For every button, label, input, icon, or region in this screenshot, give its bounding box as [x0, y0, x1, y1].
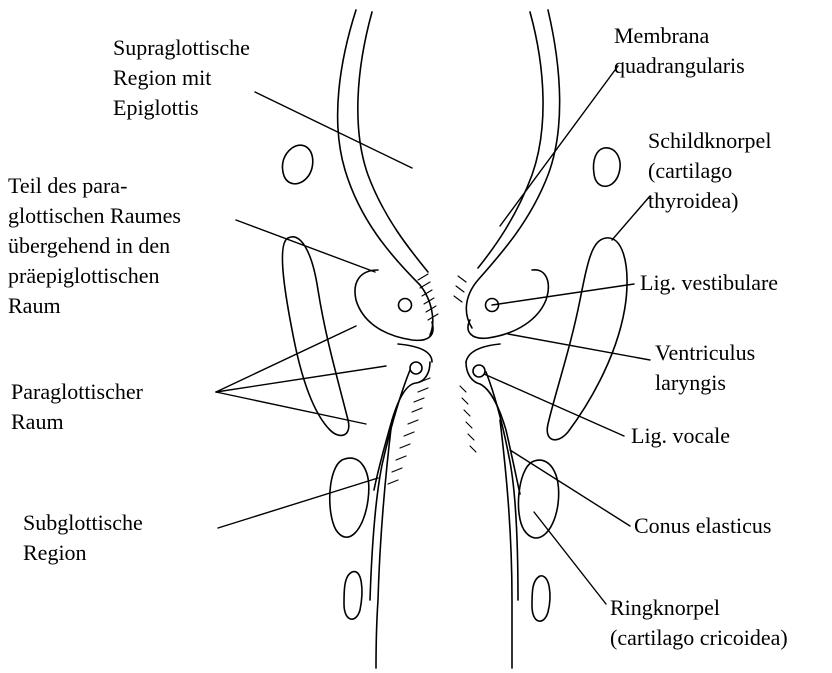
label-membrana-quadrangularis: Membrana quadrangularis [614, 21, 745, 81]
leader-paraglottic-3 [216, 392, 366, 424]
right-subglottic-wall [500, 420, 512, 668]
left-lig-vocale-circle [410, 362, 422, 374]
left-cricoid-cartilage [330, 458, 369, 537]
label-paraglottic-part: Teil des para- glottischen Raumes überge… [8, 171, 181, 321]
label-supraglottic-region: Supraglottische Region mit Epiglottis [113, 33, 250, 123]
leader-ventriculus [508, 334, 650, 360]
left-conus-inner [370, 370, 410, 600]
leader-conus [510, 450, 630, 526]
label-paraglottic-part-line-1: Teil des para- [8, 171, 181, 201]
right-lig-vocale-circle [473, 365, 485, 377]
label-paraglottic-part-line-4: präepiglottischen [8, 261, 181, 291]
label-cricoid-line-2: (cartilago cricoidea) [610, 623, 788, 653]
right-epiglottis-inner-line [478, 12, 543, 268]
left-vestibular-fold [355, 270, 433, 340]
label-lig-vestibulare: Lig. vestibulare [640, 268, 778, 298]
right-conus-inner [486, 372, 518, 600]
label-supraglottic-line-3: Epiglottis [113, 93, 250, 123]
right-mucosa-hatching [454, 276, 476, 452]
label-subglottic-line-1: Subglottische [23, 508, 143, 538]
label-paraglottic-line-1: Paraglottischer [11, 377, 143, 407]
left-lig-vestibulare-circle [399, 299, 412, 312]
label-paraglottic-part-line-2: glottischen Raumes [8, 201, 181, 231]
right-cricoid-cartilage [518, 460, 558, 538]
left-epiglottis-outline [338, 10, 433, 335]
label-subglottic-line-2: Region [23, 538, 143, 568]
label-cricoid-cartilage: Ringknorpel (cartilago cricoidea) [610, 593, 788, 653]
label-paraglottic-line-2: Raum [11, 407, 143, 437]
label-lig-vocale-line-1: Lig. vocale [631, 421, 730, 451]
label-ventriculus-laryngis: Ventriculus laryngis [655, 338, 755, 398]
label-supraglottic-line-1: Supraglottische [113, 33, 250, 63]
label-subglottic-region: Subglottische Region [23, 508, 143, 568]
right-thyroid-cartilage [547, 238, 627, 440]
label-lig-vestibulare-line-1: Lig. vestibulare [640, 268, 778, 298]
label-thyroid-line-2: (cartilago [648, 156, 771, 186]
label-thyroid-line-1: Schildknorpel [648, 126, 771, 156]
right-vestibular-fold [468, 270, 548, 338]
leader-supraglottic [255, 92, 412, 168]
label-paraglottic-part-line-5: Raum [8, 291, 181, 321]
label-membrana-line-2: quadrangularis [614, 51, 745, 81]
label-cricoid-line-1: Ringknorpel [610, 593, 788, 623]
label-thyroid-cartilage: Schildknorpel (cartilago thyroidea) [648, 126, 771, 216]
label-thyroid-line-3: thyroidea) [648, 186, 771, 216]
label-conus-line-1: Conus elasticus [634, 511, 772, 541]
left-ventricle-edge [398, 344, 432, 362]
leader-paraglottic-part [236, 220, 375, 272]
leader-cricoid [534, 512, 606, 604]
left-epiglottis-inner-line [358, 12, 428, 272]
label-paraglottic-space: Paraglottischer Raum [11, 377, 143, 437]
leader-thyroid [612, 196, 650, 240]
right-upper-cartilage-island [593, 148, 620, 186]
leader-paraglottic-1 [216, 326, 356, 392]
leader-lig-vestibulare [492, 284, 634, 305]
right-ventricle-edge [466, 344, 500, 362]
label-ventriculus-line-2: laryngis [655, 368, 755, 398]
label-conus-elasticus: Conus elasticus [634, 511, 772, 541]
label-ventriculus-line-1: Ventriculus [655, 338, 755, 368]
label-lig-vocale: Lig. vocale [631, 421, 730, 451]
left-thyroid-cartilage [282, 237, 348, 436]
leader-lines [216, 66, 650, 604]
label-membrana-line-1: Membrana [614, 21, 745, 51]
right-epiglottis-outline [466, 10, 559, 328]
left-upper-cartilage-island [282, 145, 312, 184]
label-supraglottic-line-2: Region mit [113, 63, 250, 93]
leader-subglottic [218, 478, 378, 528]
left-lower-cartilage-island [344, 572, 362, 620]
right-lower-cartilage-island [532, 576, 550, 621]
label-paraglottic-part-line-3: übergehend in den [8, 231, 181, 261]
